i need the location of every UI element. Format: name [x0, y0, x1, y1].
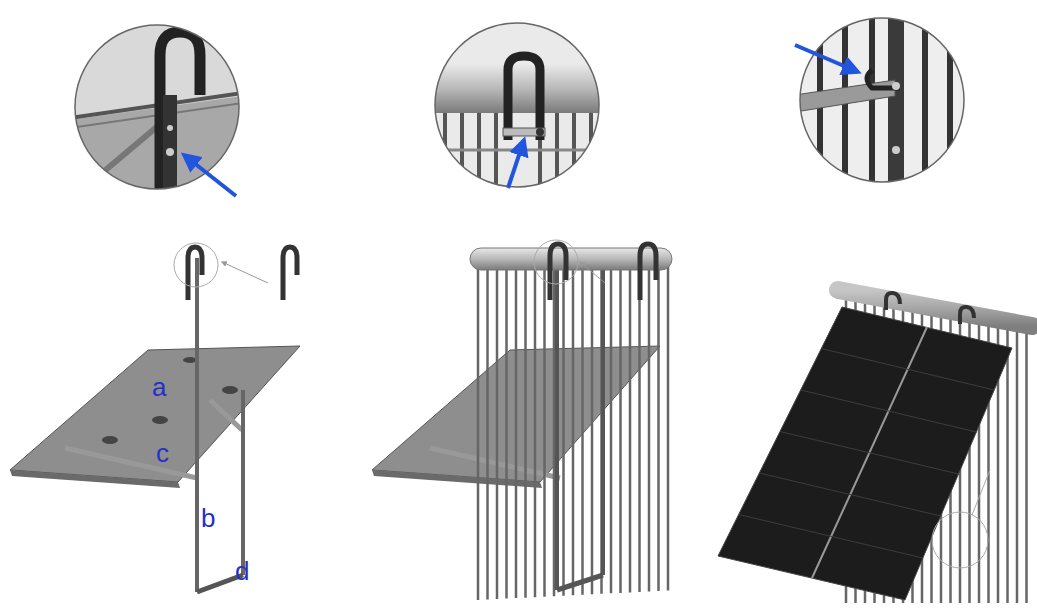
rail-bar — [591, 262, 594, 594]
rail-bar — [505, 262, 508, 599]
rail-bar — [534, 262, 537, 597]
rail-bar — [657, 262, 660, 591]
rail-bar — [581, 262, 584, 595]
rail-bar — [496, 262, 499, 599]
rail-bar — [739, 515, 923, 559]
rail-bar — [543, 262, 546, 597]
rail-bar — [667, 262, 670, 591]
rail-bar — [477, 262, 480, 600]
rail-bar — [524, 262, 527, 598]
rail-bar — [572, 262, 575, 595]
rail-bar — [553, 262, 556, 596]
rail-bar — [759, 473, 940, 516]
rail-bar — [562, 262, 565, 596]
rail-bar — [638, 262, 641, 592]
part-letter: b — [201, 505, 215, 531]
rail-bar — [1006, 323, 1009, 603]
rail-bar — [610, 262, 613, 593]
part-letter: d — [235, 558, 249, 584]
rail-bar — [801, 390, 977, 432]
rail-bar — [780, 432, 959, 475]
rail-bar — [1016, 325, 1019, 603]
rail-bar — [821, 349, 994, 391]
part-letter: c — [156, 440, 169, 466]
rail-bar — [515, 262, 518, 598]
rail-bar — [600, 262, 603, 594]
rail-bar — [619, 262, 622, 593]
rail-bar — [648, 262, 651, 591]
rail-bar — [629, 262, 632, 592]
part-letter: a — [152, 374, 166, 400]
rail-bar — [486, 262, 489, 600]
rail-bar — [1025, 327, 1028, 603]
